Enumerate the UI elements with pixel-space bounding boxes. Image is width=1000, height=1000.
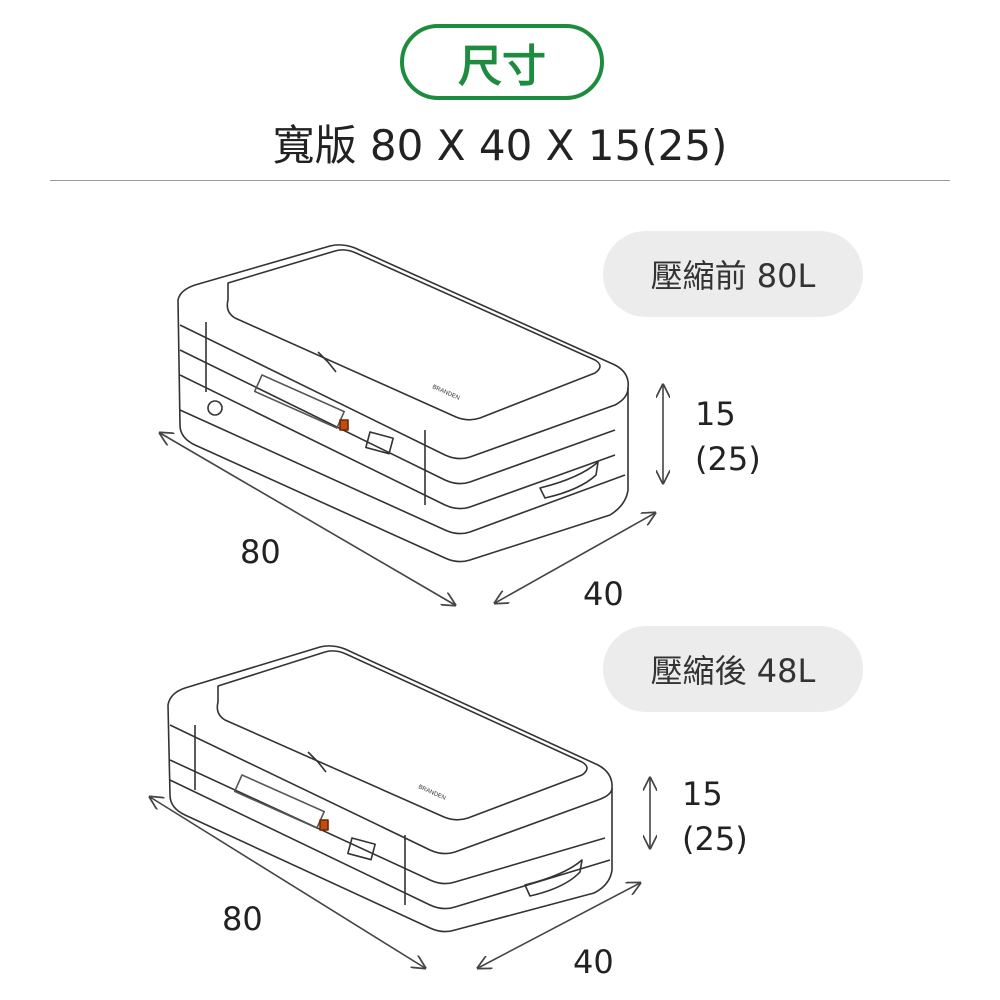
- depth-label: 40: [583, 575, 624, 613]
- length-label: 80: [240, 533, 281, 571]
- bag-brand-logo: BRANDEN: [431, 384, 460, 401]
- length-arrow: [150, 797, 425, 968]
- length-label: 80: [222, 900, 263, 938]
- depth-label: 40: [573, 943, 614, 981]
- divider: [50, 180, 950, 181]
- depth-arrow: [478, 883, 640, 968]
- capacity-after-badge: 壓縮後 48L: [603, 626, 863, 712]
- section-title: 尺寸: [458, 41, 546, 92]
- depth-arrow: [495, 513, 655, 603]
- capacity-before-badge: 壓縮前 80L: [603, 231, 863, 317]
- capacity-after-label: 壓縮後 48L: [650, 652, 816, 690]
- svg-text:BRANDEN: BRANDEN: [417, 784, 446, 801]
- bag-expanded-illustration: BRANDEN: [177, 244, 630, 563]
- height-value: 15: [695, 395, 736, 433]
- height-expanded-value: (25): [695, 439, 761, 478]
- product-dimensions-subtitle: 寬版 80 X 40 X 15(25): [272, 121, 728, 170]
- height-label: 15 (25): [682, 772, 748, 862]
- height-label: 15 (25): [695, 392, 761, 482]
- height-value: 15: [682, 775, 723, 813]
- height-expanded-value: (25): [682, 819, 748, 858]
- section-title-badge: 尺寸: [400, 24, 604, 100]
- length-arrow: [160, 433, 455, 605]
- bag-compressed-illustration: BRANDEN: [167, 645, 613, 933]
- capacity-before-label: 壓縮前 80L: [650, 257, 816, 295]
